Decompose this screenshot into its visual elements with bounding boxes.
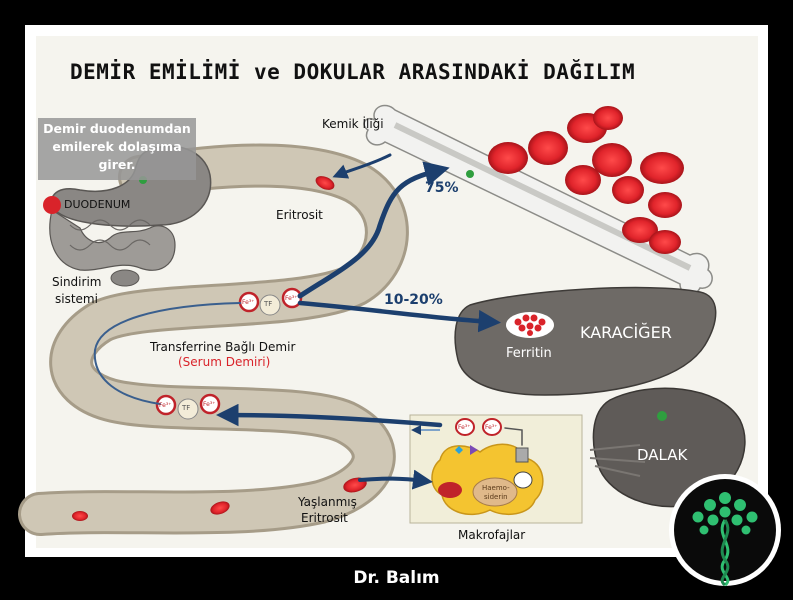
liver-label: KARACİĞER [580,323,672,342]
fe-label-upper-right: Fe³⁺ [285,295,298,302]
percent-10-20-label: 10-20% [384,292,443,308]
transferrin-complex-lower [155,393,221,420]
info-box [38,118,196,180]
digestive-label-line2: sistemi [55,292,98,306]
liver-icon [454,286,717,396]
fe-label-macrophage-1: Fe³⁺ [458,424,471,431]
author-footer: Dr. Balım [353,568,440,588]
rbc-cluster [488,106,684,254]
fe-label-macrophage-2: Fe³⁺ [485,424,498,431]
duodenum-marker [43,196,61,214]
tf-label-upper: TF [264,300,273,308]
fe-label-upper-left: Fe³⁺ [242,299,255,306]
tf-label-lower: TF [182,404,191,412]
percent-75-label: 75% [425,180,459,196]
blood-vessel [18,143,409,536]
duodenum-label: DUODENUM [64,198,131,211]
fe-label-lower-right: Fe³⁺ [203,401,216,408]
ferritin-label: Ferritin [506,346,552,361]
diagram-title: DEMİR EMİLİMİ ve DOKULAR ARASINDAKİ DAĞI… [70,60,636,84]
aged-erythrocyte-line2: Eritrosit [301,511,348,525]
aged-erythrocyte-line1: Yaşlanmış [298,495,357,509]
haemosiderin-label-line1: Haemo- [482,484,510,492]
dna-tree-logo-icon [669,474,781,587]
info-text: Demir duodenumdan emilerek dolaşıma gire… [43,121,191,172]
transferrin-complex-upper [238,287,303,316]
spleen-label: DALAK [637,446,688,464]
haemosiderin-label-line2: siderin [484,493,508,501]
macrophage-panel [409,414,583,524]
transferrin-label-line2: (Serum Demiri) [178,355,271,369]
bone-marrow-label: Kemik İliği [322,117,384,131]
erythrocyte-label: Eritrosit [276,208,323,222]
vessel-erythrocytes [72,176,367,521]
bone-icon [363,104,713,296]
macrophages-label: Makrofajlar [458,528,526,542]
digestive-label-line1: Sindirim [52,275,102,289]
fe-label-lower-left: Fe³⁺ [159,402,172,409]
flow-arrows [93,153,523,490]
transferrin-label-line1: Transferrine Bağlı Demir [150,340,296,354]
